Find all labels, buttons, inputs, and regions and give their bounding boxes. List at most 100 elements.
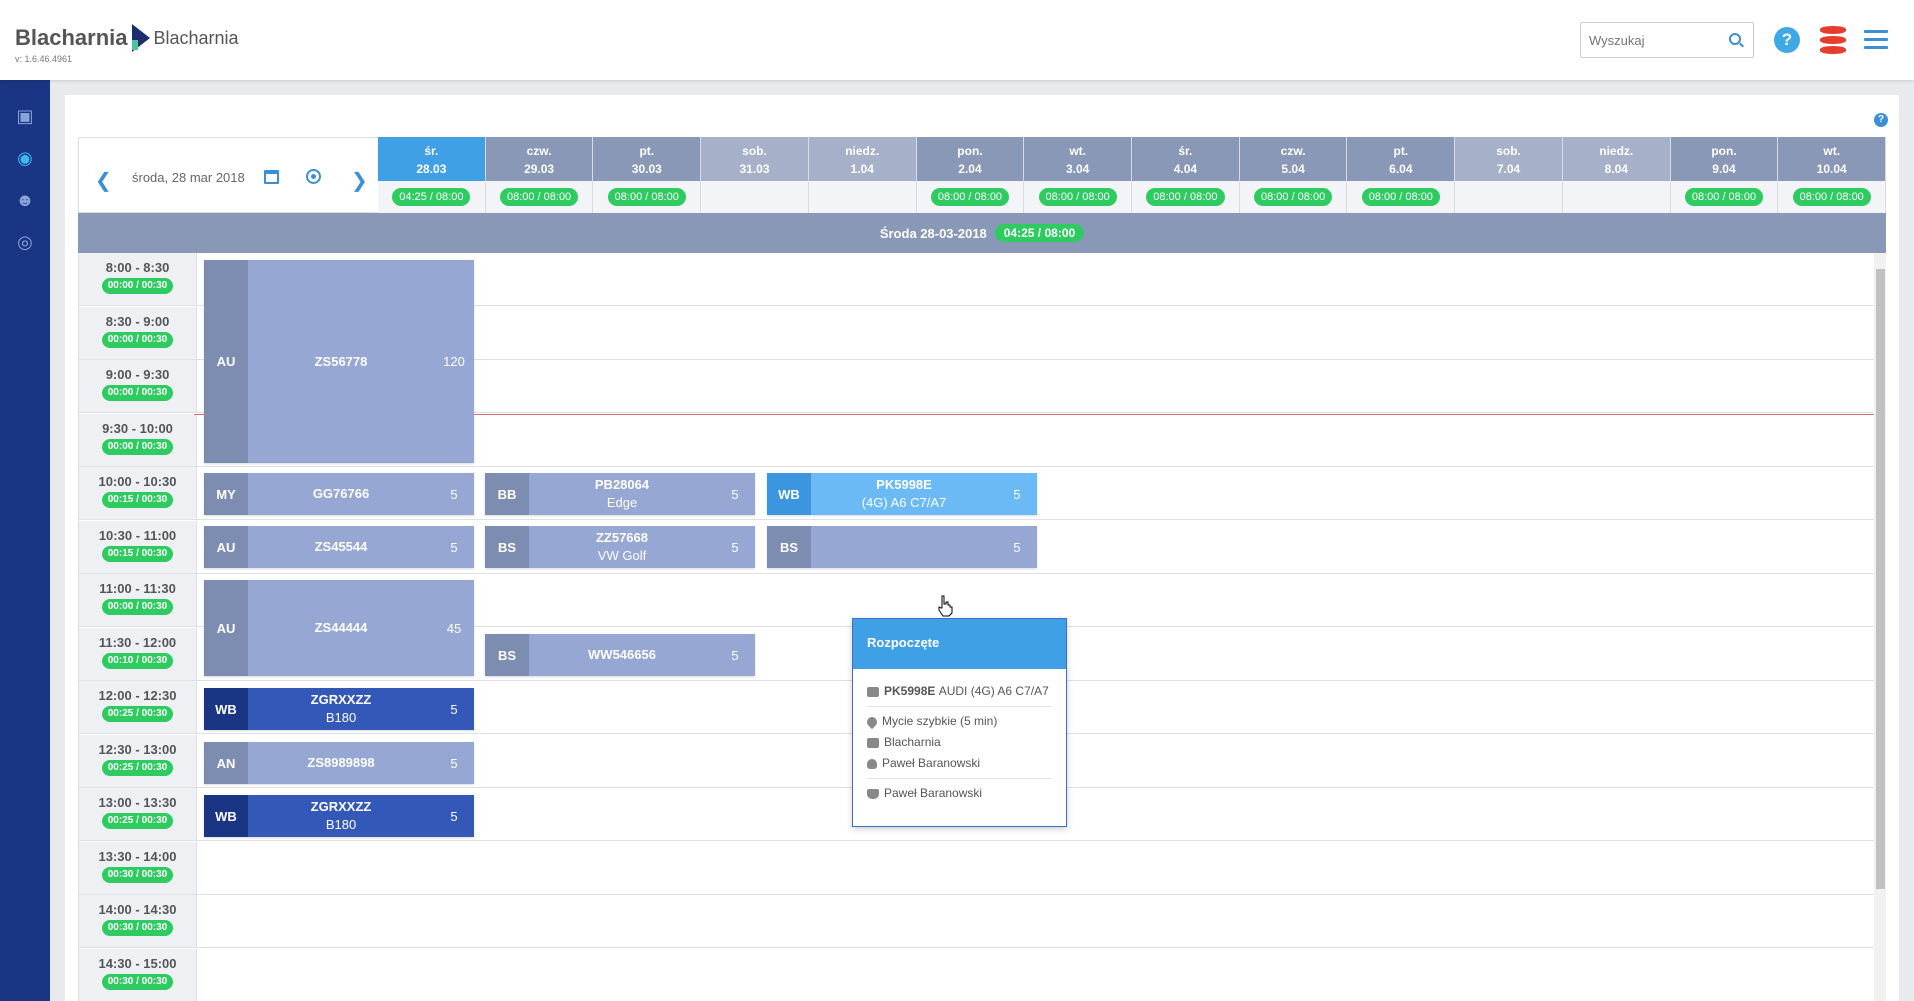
day-date: 31.03 xyxy=(739,162,770,176)
popup-client-label: Paweł Baranowski xyxy=(884,786,983,800)
time-range: 12:00 - 12:30 xyxy=(98,688,177,703)
day-date: 6.04 xyxy=(1389,162,1413,176)
day-date: 29.03 xyxy=(524,162,555,176)
popup-car: PK5998E AUDI (4G) A6 C7/A7 xyxy=(853,681,1066,702)
day-header[interactable]: pon.2.04 xyxy=(916,137,1024,181)
time-range: 14:00 - 14:30 xyxy=(98,902,177,917)
day-column[interactable]: niedz.8.04 xyxy=(1562,137,1671,213)
popup-car-model: AUDI (4G) A6 C7/A7 xyxy=(938,684,1049,698)
day-header[interactable]: niedz.8.04 xyxy=(1562,137,1670,181)
sidebar: ▣ ◉ ☻ ◎ xyxy=(0,80,50,1001)
time-range: 10:00 - 10:30 xyxy=(98,474,177,489)
help-icon[interactable]: ? xyxy=(1874,113,1888,127)
database-icon[interactable] xyxy=(1820,26,1846,54)
job-model: VW Golf xyxy=(597,548,647,563)
drop-icon[interactable]: ◉ xyxy=(17,147,33,168)
search-box[interactable] xyxy=(1580,22,1754,58)
calendar-icon[interactable] xyxy=(264,170,279,184)
today-icon[interactable] xyxy=(306,169,321,184)
drop-icon xyxy=(864,714,880,729)
day-header[interactable]: sob.7.04 xyxy=(1455,137,1562,181)
slot-load-badge: 00:00 / 00:30 xyxy=(101,331,174,348)
day-header[interactable]: śr.28.03 xyxy=(378,137,485,181)
day-header[interactable]: śr.4.04 xyxy=(1132,137,1239,181)
day-header[interactable]: niedz.1.04 xyxy=(808,137,916,181)
day-header[interactable]: pt.30.03 xyxy=(593,137,701,181)
next-day-icon[interactable]: ❯ xyxy=(351,170,368,192)
day-column[interactable]: niedz.1.04 xyxy=(808,137,917,213)
job-code: AU xyxy=(204,526,248,568)
day-header[interactable]: pt.6.04 xyxy=(1347,137,1455,181)
slot-load-badge: 00:00 / 00:30 xyxy=(101,599,174,615)
slot-load-badge: 00:30 / 00:30 xyxy=(101,866,174,883)
day-header[interactable]: wt.10.04 xyxy=(1778,137,1886,181)
day-load xyxy=(1455,181,1562,213)
prev-day-icon[interactable]: ❮ xyxy=(95,170,112,192)
day-date: 3.04 xyxy=(1065,162,1090,176)
day-header[interactable]: czw.5.04 xyxy=(1239,137,1347,181)
search-input[interactable] xyxy=(1581,23,1721,57)
day-header[interactable]: sob.31.03 xyxy=(701,137,808,181)
day-header[interactable]: wt.3.04 xyxy=(1024,137,1132,181)
slot-load-badge: 00:30 / 00:30 xyxy=(101,973,174,990)
hamburger-menu-icon[interactable] xyxy=(1864,30,1888,50)
day-load: 08:00 / 08:00 xyxy=(1670,181,1778,213)
day-column[interactable]: pon.9.04 08:00 / 08:00 xyxy=(1670,137,1779,213)
job-code: AU xyxy=(204,580,248,676)
day-header[interactable]: pon.9.04 xyxy=(1670,137,1778,181)
users-icon[interactable]: ☻ xyxy=(15,189,35,210)
brand-subtitle: Blacharnia xyxy=(153,27,239,48)
job-duration: 120 xyxy=(434,260,474,463)
job-duration: 45 xyxy=(434,580,474,676)
search-icon[interactable] xyxy=(1729,33,1741,45)
brand-logo[interactable]: Blacharnia Blacharnia xyxy=(15,24,239,52)
eye-icon[interactable]: ◎ xyxy=(17,231,33,252)
day-column[interactable]: sob.31.03 xyxy=(701,137,809,213)
day-date: 7.04 xyxy=(1496,162,1521,176)
day-load-badge: 08:00 / 08:00 xyxy=(1684,188,1764,206)
scrollbar[interactable] xyxy=(1874,253,1886,1001)
day-column[interactable]: sob.7.04 xyxy=(1455,137,1563,213)
car-wash-icon[interactable]: ▣ xyxy=(16,105,34,126)
help-icon[interactable]: ? xyxy=(1774,27,1800,53)
popup-service: Mycie szybkie (5 min) xyxy=(853,711,1066,732)
scrollbar-thumb[interactable] xyxy=(1876,269,1885,889)
job-plate: PB28064 xyxy=(594,477,650,492)
slot-load-badge: 00:15 / 00:30 xyxy=(101,545,174,562)
job-code: AN xyxy=(204,742,248,784)
day-header[interactable]: czw.29.03 xyxy=(485,137,593,181)
